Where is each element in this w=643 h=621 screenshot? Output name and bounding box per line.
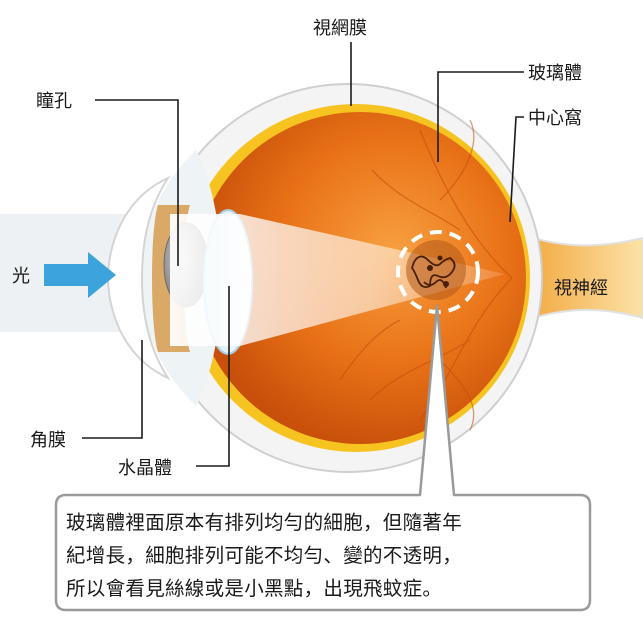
- label-optic-nerve: 視神經: [554, 278, 608, 299]
- leader-lines: [82, 42, 524, 467]
- floaters: [406, 240, 466, 300]
- optic-nerve: [509, 228, 643, 328]
- cornea: [106, 175, 171, 381]
- label-vitreous: 玻璃體: [528, 63, 582, 84]
- label-retina: 視網膜: [313, 18, 367, 39]
- light-beam: [170, 214, 505, 346]
- label-cornea: 角膜: [30, 430, 66, 451]
- blood-vessels: [339, 119, 513, 431]
- callout-line-2: 紀增長，細胞排列可能不均勻、變的不透明，: [66, 544, 463, 567]
- callout-line-1: 玻璃體裡面原本有排列均勻的細胞，但隨著年: [66, 511, 463, 534]
- callout-box: [54, 304, 592, 612]
- callout-line-3: 所以會看見絲線或是小黑點，出現飛蚊症。: [66, 577, 443, 600]
- label-lens: 水晶體: [118, 458, 172, 479]
- callout-text: 玻璃體裡面原本有排列均勻的細胞，但隨著年 紀增長，細胞排列可能不均勻、變的不透明…: [66, 506, 586, 605]
- light-arrow-icon: [44, 252, 116, 298]
- label-light: 光: [12, 266, 30, 287]
- label-fovea: 中心窩: [528, 108, 582, 129]
- label-pupil: 瞳孔: [36, 91, 72, 112]
